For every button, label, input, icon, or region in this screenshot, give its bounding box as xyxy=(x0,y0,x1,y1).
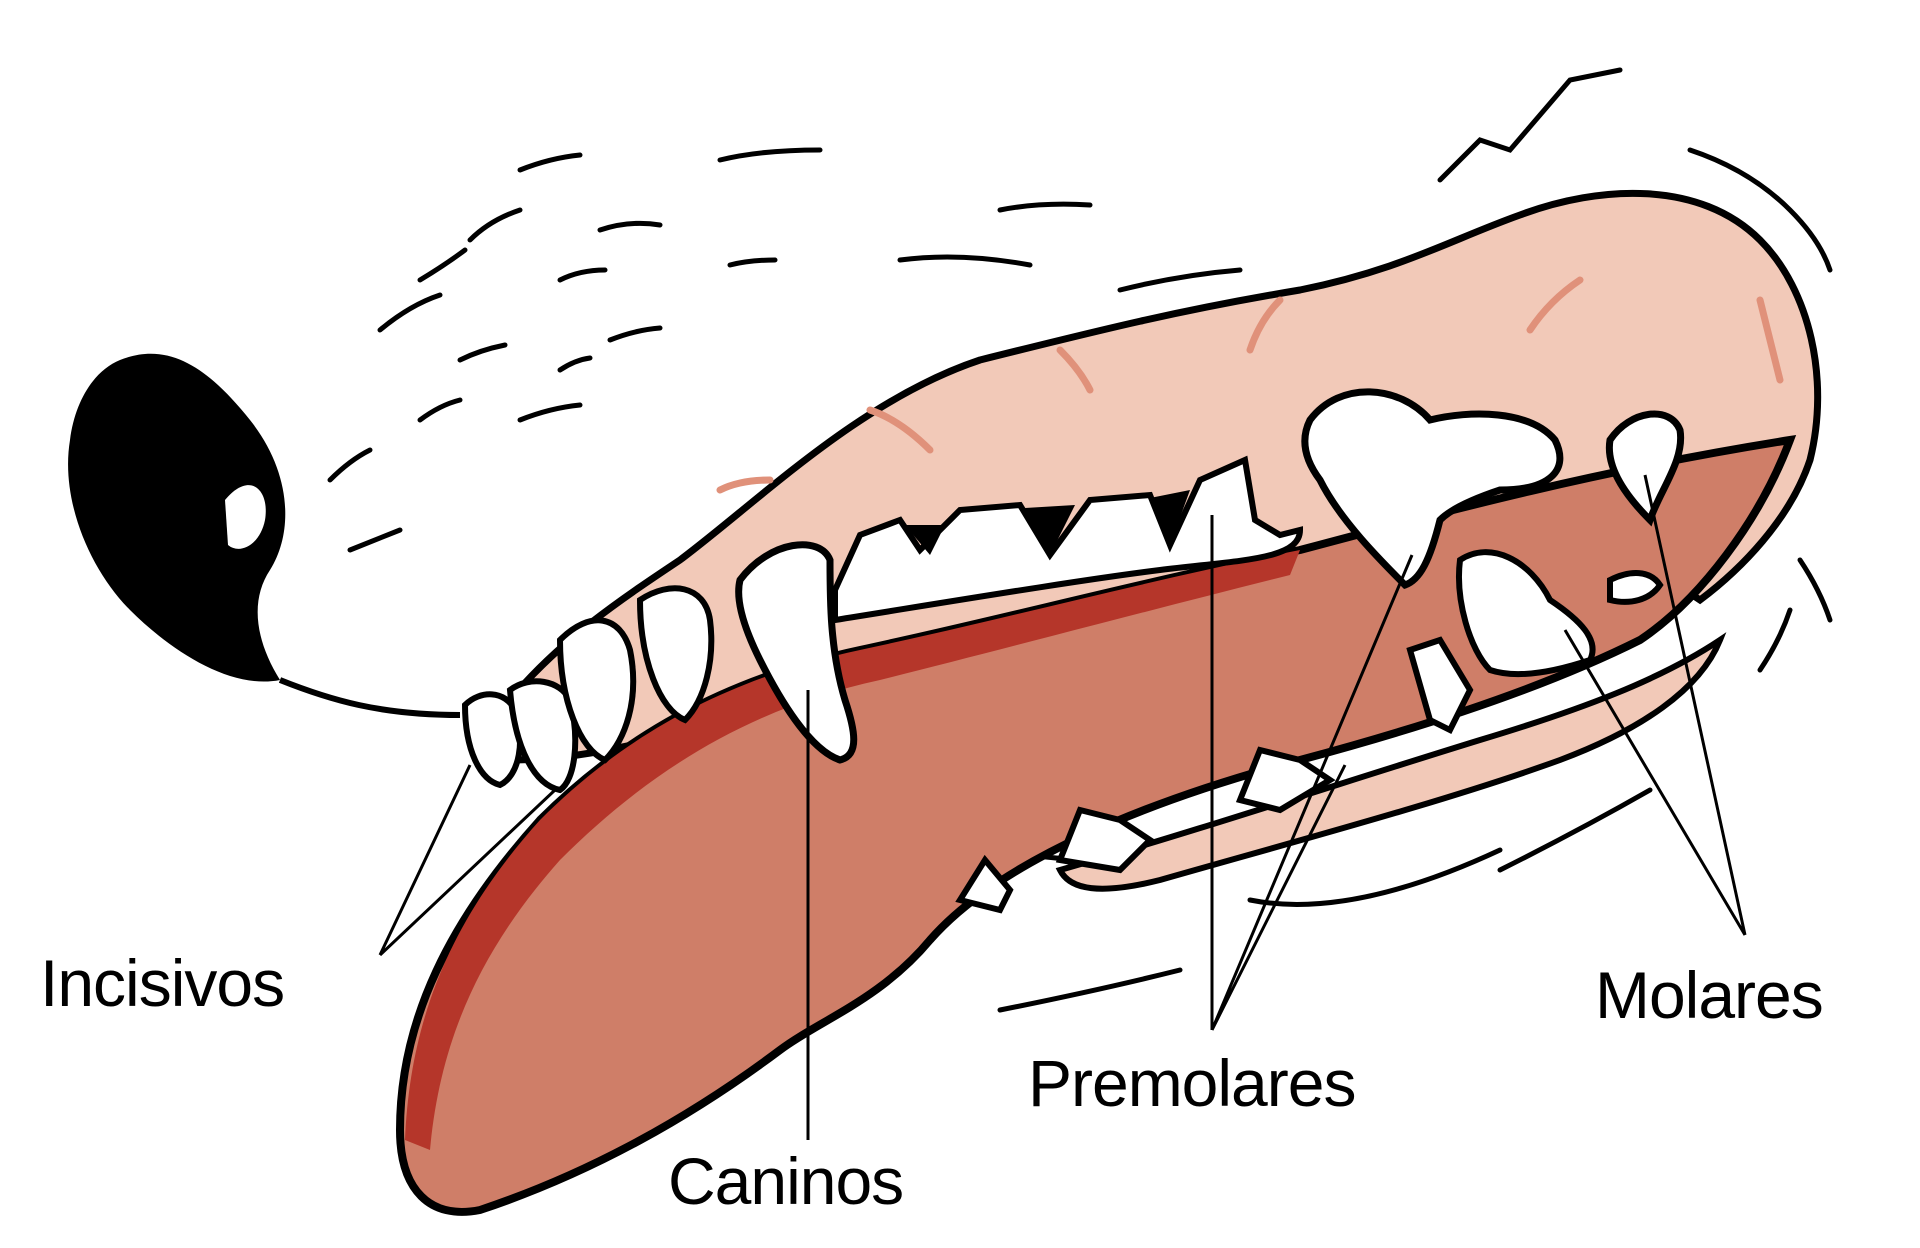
label-molares: Molares xyxy=(1595,958,1824,1032)
upper-molars xyxy=(1301,388,1685,590)
upper-canine[interactable] xyxy=(735,541,858,764)
upper-incisors xyxy=(461,585,715,794)
lower-teeth xyxy=(955,549,1664,914)
tongue-edge xyxy=(405,550,1300,1150)
label-incisivos: Incisivos xyxy=(40,946,285,1020)
leader-lines xyxy=(378,474,1747,1140)
leader-molares xyxy=(1563,474,1747,936)
nostril xyxy=(225,485,266,549)
label-caninos: Caninos xyxy=(668,1144,904,1218)
gum-streaks xyxy=(716,276,1784,494)
nose xyxy=(68,353,286,682)
leader-premolares xyxy=(1210,515,1414,1031)
lip-line xyxy=(278,677,461,718)
tooth-gaps xyxy=(905,490,1190,555)
leader-incisivos xyxy=(378,764,557,957)
label-premolares: Premolares xyxy=(1028,1046,1356,1120)
lower-gum xyxy=(1055,632,1727,892)
